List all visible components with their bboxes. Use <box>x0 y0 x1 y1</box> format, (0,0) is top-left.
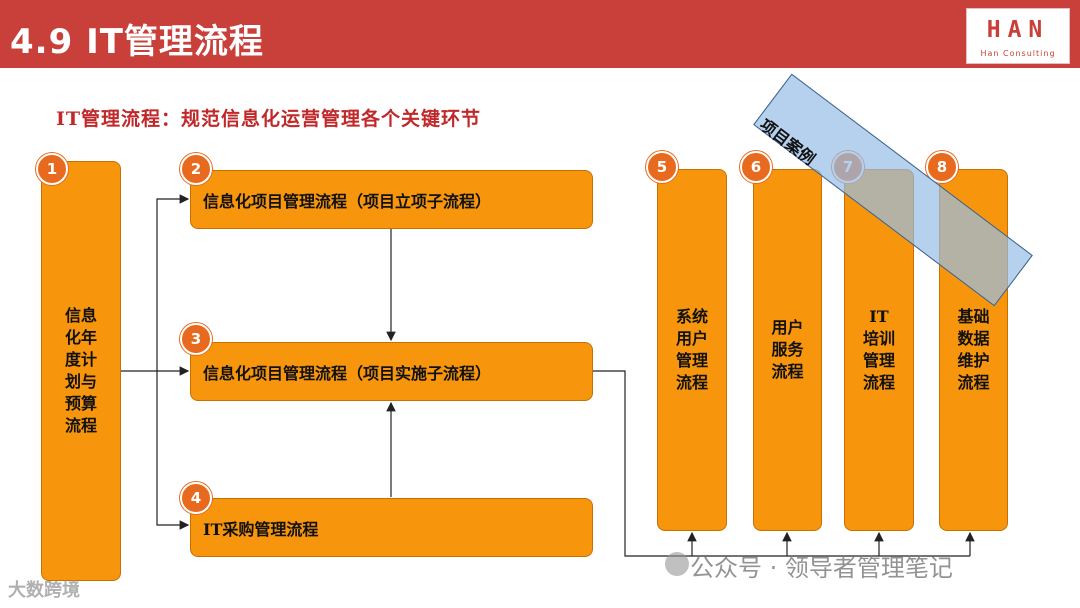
step-1-badge: 1 <box>36 153 68 185</box>
connector-to-step-4 <box>156 371 190 530</box>
watermark-brand: 大数跨境 <box>8 580 80 601</box>
step-6-box: 用户服务流程 <box>753 169 822 531</box>
step-5-badge: 5 <box>646 151 678 183</box>
step-7-label: IT 培训管理流程 <box>862 307 895 392</box>
step-4-label: IT采购管理流程 <box>203 519 319 539</box>
step-8-badge: 8 <box>926 151 958 183</box>
step-1-label: 信息化年度计划与预算流程 <box>64 306 97 435</box>
wechat-icon <box>665 552 689 576</box>
step-3-box: 信息化项目管理流程（项目实施子流程） <box>190 342 593 401</box>
step-4-badge: 4 <box>180 482 212 514</box>
step-8-label: 基础数据维护流程 <box>957 307 990 392</box>
step-5-box: 系统用户管理流程 <box>657 169 727 531</box>
step-2-badge: 2 <box>180 153 212 185</box>
header-bar: 4.9 IT管理流程 HAN Han Consulting <box>0 0 1080 68</box>
step-2-box: 信息化项目管理流程（项目立项子流程） <box>190 170 593 229</box>
step-4-box: IT采购管理流程 <box>190 498 593 557</box>
watermark-text: 公众号 · 领导者管理笔记 <box>690 554 953 582</box>
step-6-label: 用户服务流程 <box>771 318 804 381</box>
step-3-badge: 3 <box>180 323 212 355</box>
han-logo: HAN Han Consulting <box>966 8 1070 64</box>
logo-text: HAN <box>986 17 1050 43</box>
step-3-label: 信息化项目管理流程（项目实施子流程） <box>203 363 492 383</box>
diagram-subtitle: IT管理流程：规范信息化运营管理各个关键环节 <box>56 108 482 130</box>
page-title: 4.9 IT管理流程 <box>10 22 264 62</box>
connector-3-to-5-8 <box>593 370 970 557</box>
connector-to-step-2 <box>156 194 190 371</box>
step-6-badge: 6 <box>740 151 772 183</box>
logo-subtext: Han Consulting <box>980 49 1056 58</box>
step-2-label: 信息化项目管理流程（项目立项子流程） <box>203 191 492 211</box>
step-1-box: 信息化年度计划与预算流程 <box>41 161 121 581</box>
step-5-label: 系统用户管理流程 <box>675 307 708 392</box>
